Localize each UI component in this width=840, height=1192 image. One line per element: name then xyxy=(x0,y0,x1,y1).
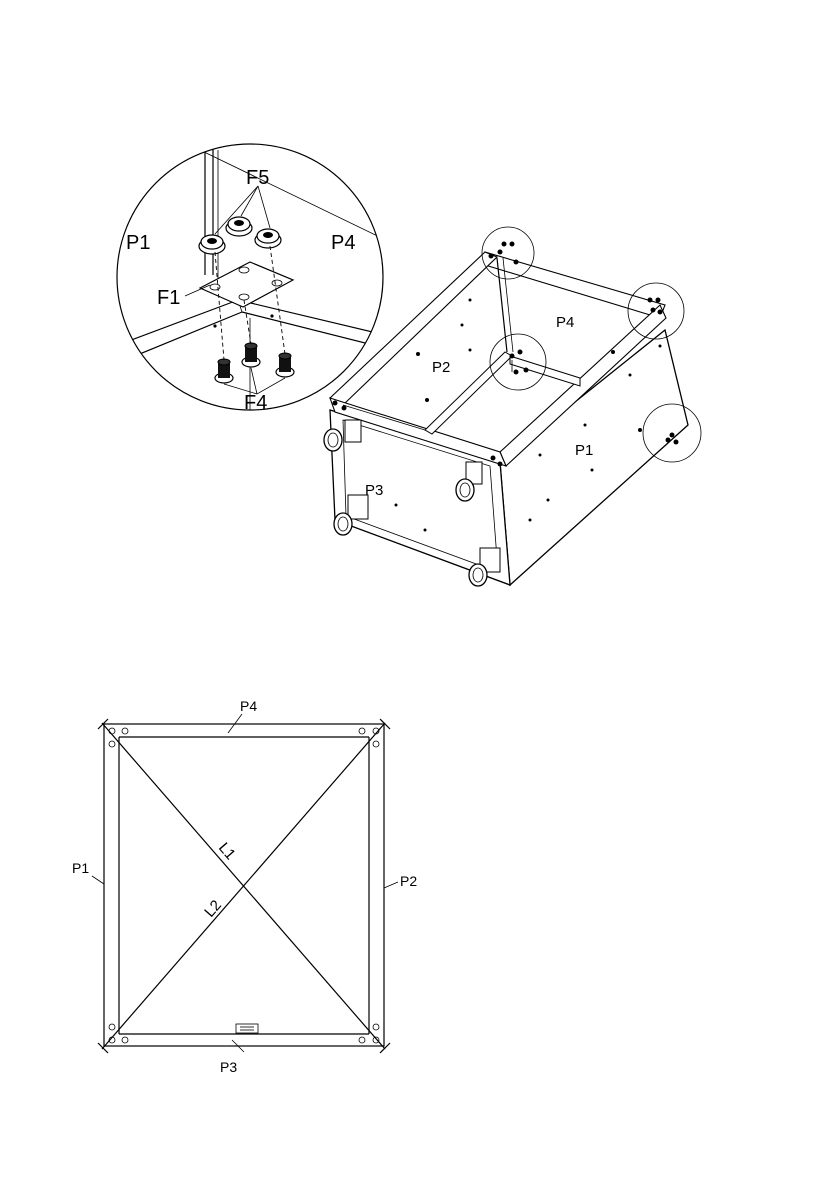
nut-f5-middle xyxy=(226,217,252,236)
frame-top-view: P4 P3 P1 P2 L1 L2 xyxy=(72,698,417,1075)
frame-label-p2: P2 xyxy=(400,873,417,889)
detail-label-f5: F5 xyxy=(246,167,269,189)
detail-label-p1: P1 xyxy=(126,232,150,254)
detail-label-f1: F1 xyxy=(157,287,180,309)
frame-label-p1: P1 xyxy=(72,860,89,876)
frame-label-l1: L1 xyxy=(215,839,239,863)
detail-label-p4: P4 xyxy=(331,232,355,254)
nut-f5-right xyxy=(255,229,281,248)
cabinet-isometric: P4 P2 P1 P3 xyxy=(324,227,701,586)
detail-label-f4: F4 xyxy=(244,392,267,414)
bracket-plate-f1 xyxy=(200,262,293,307)
frame-label-l2: L2 xyxy=(201,897,225,921)
cabinet-label-p4: P4 xyxy=(556,314,574,331)
stud-f4-middle xyxy=(242,343,260,367)
detail-callout: P1 P4 F1 F5 F4 xyxy=(117,140,390,414)
stud-f4-left xyxy=(215,359,233,383)
cabinet-label-p2: P2 xyxy=(432,359,450,376)
frame-handle xyxy=(236,1024,258,1033)
frame-label-p4: P4 xyxy=(240,698,257,714)
cabinet-label-p3: P3 xyxy=(365,482,383,499)
stud-f4-right xyxy=(276,353,294,377)
frame-label-p3: P3 xyxy=(220,1059,237,1075)
nut-f5-left xyxy=(199,235,225,254)
cabinet-label-p1: P1 xyxy=(575,442,593,459)
